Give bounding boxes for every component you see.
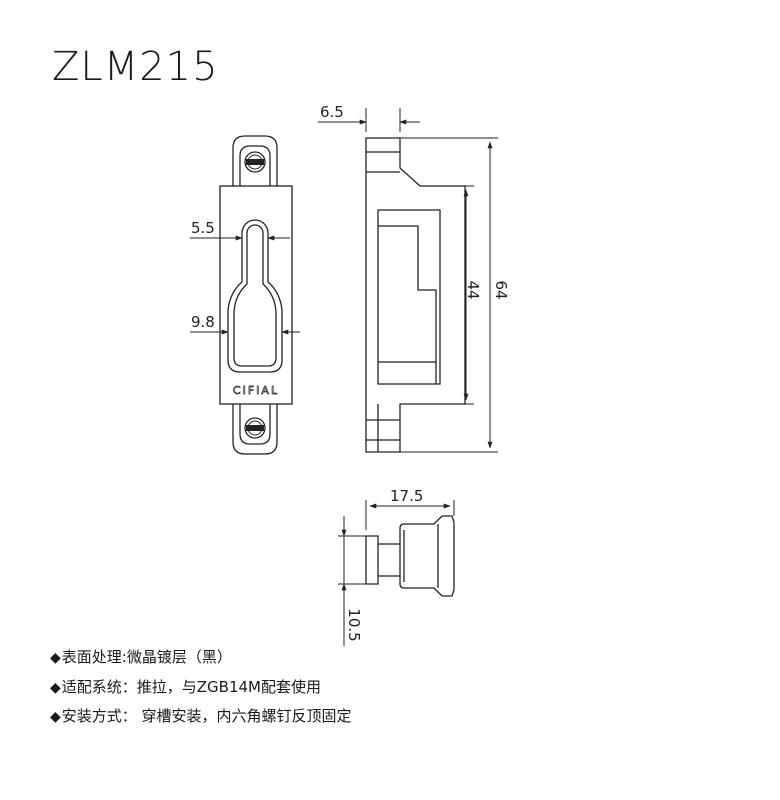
svg-text:10.5: 10.5 xyxy=(345,608,363,641)
brand-mark: CIFIAL xyxy=(233,384,279,397)
dim-5-5: 5.5 xyxy=(190,219,290,241)
product-title: ZLM215 xyxy=(52,44,219,90)
spec-compatible-system: ◆适配系统：推拉，与ZGB14M配套使用 xyxy=(50,678,322,696)
dim-64: 64 xyxy=(400,137,510,453)
bottom-view xyxy=(365,515,455,597)
svg-text:5.5: 5.5 xyxy=(191,219,215,237)
svg-text:44: 44 xyxy=(464,280,482,299)
dim-6-5: 6.5 xyxy=(318,103,420,132)
dim-44: 44 xyxy=(463,185,482,405)
svg-text:6.5: 6.5 xyxy=(320,103,344,121)
top-screw xyxy=(244,151,266,173)
dim-17-5: 17.5 xyxy=(365,487,455,530)
svg-text:17.5: 17.5 xyxy=(390,487,423,505)
svg-text:64: 64 xyxy=(492,280,510,299)
dim-9-8: 9.8 xyxy=(190,313,300,335)
spec-surface-finish: ◆表面处理:微晶镀层（黑） xyxy=(50,648,232,666)
spec-installation: ◆安装方式： 穿槽安装，内六角螺钉反顶固定 xyxy=(50,707,352,725)
svg-text:9.8: 9.8 xyxy=(191,313,215,331)
front-view xyxy=(219,135,293,455)
bottom-screw xyxy=(244,417,266,439)
side-view xyxy=(365,137,466,453)
dim-10-5: 10.5 xyxy=(338,516,366,646)
